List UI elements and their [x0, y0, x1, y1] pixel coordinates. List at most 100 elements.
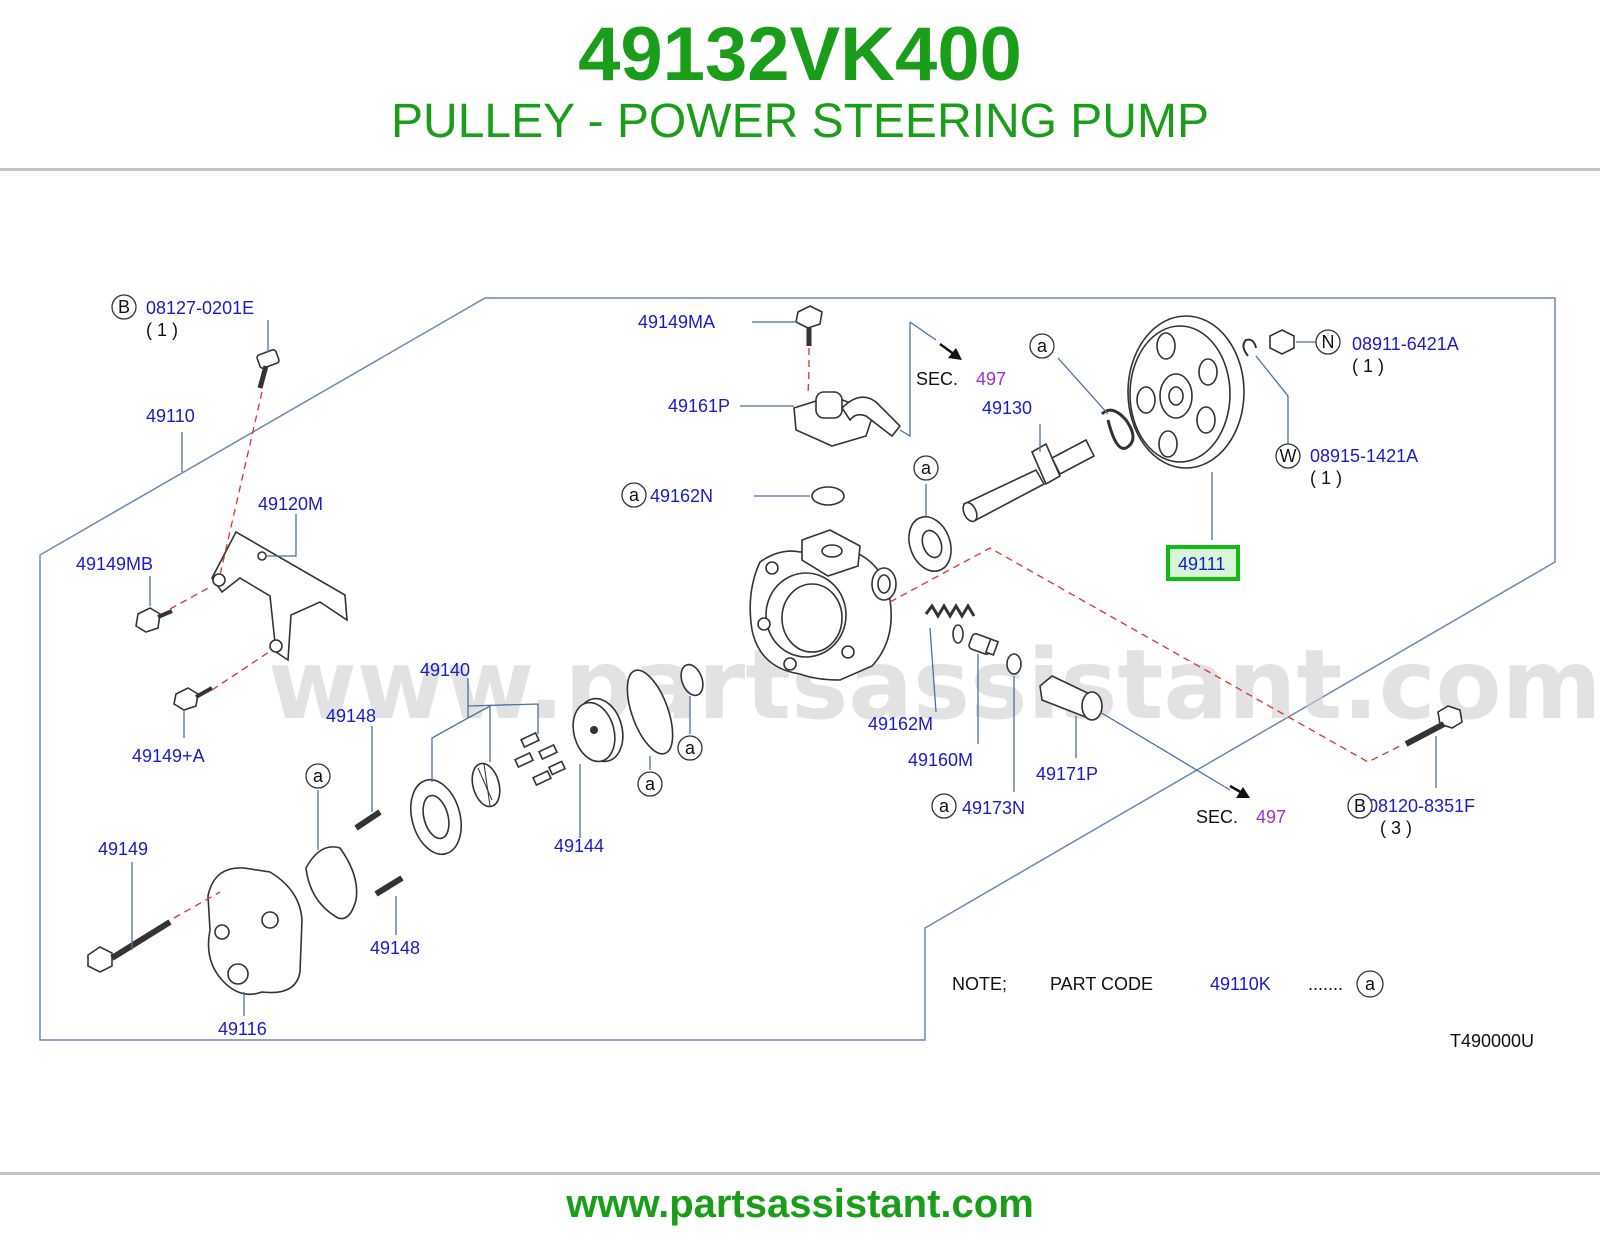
marker-a-seal: a	[913, 455, 939, 481]
svg-text:W: W	[1280, 446, 1297, 466]
svg-text:a: a	[629, 485, 640, 505]
page-title: 49132VK400	[578, 12, 1022, 97]
svg-text:a: a	[1365, 974, 1376, 994]
svg-text:B: B	[118, 297, 130, 317]
qty-08127-0201E: ( 1 )	[146, 320, 178, 340]
o-ring-small	[680, 663, 704, 697]
marker-B-upper: B	[111, 294, 137, 320]
label-49130[interactable]: 49130	[982, 398, 1032, 418]
svg-text:a: a	[939, 796, 950, 816]
label-49171P[interactable]: 49171P	[1036, 764, 1098, 784]
qty-08120-8351F: ( 3 )	[1380, 818, 1412, 838]
sec-arrow-lower	[1229, 784, 1250, 798]
label-49160M[interactable]: 49160M	[908, 750, 973, 770]
rear-cover-49116	[207, 867, 303, 996]
bolt-49149A	[173, 686, 213, 711]
svg-text:a: a	[921, 458, 932, 478]
pressure-plate-49144	[572, 697, 624, 763]
qty-08911-6421A: ( 1 )	[1352, 356, 1384, 376]
page-subtitle: PULLEY - POWER STEERING PUMP	[391, 95, 1209, 148]
label-49144[interactable]: 49144	[554, 836, 604, 856]
qty-08915-1421A: ( 1 )	[1310, 468, 1342, 488]
svg-text:.......: .......	[1308, 974, 1343, 994]
svg-text:SEC.: SEC.	[1196, 807, 1238, 827]
pin-49148-upper	[354, 809, 382, 831]
label-49140[interactable]: 49140	[420, 660, 470, 680]
label-49149MA[interactable]: 49149MA	[638, 312, 715, 332]
shaft-49130	[962, 438, 1096, 523]
rotor	[471, 762, 501, 808]
bolt-08120-8351F	[1404, 705, 1463, 747]
label-49111[interactable]: 49111	[1178, 554, 1225, 574]
svg-text:NOTE;: NOTE;	[952, 974, 1007, 994]
label-08911-6421A[interactable]: 08911-6421A	[1352, 334, 1459, 354]
label-49148-upper[interactable]: 49148	[326, 706, 376, 726]
svg-text:497: 497	[976, 369, 1006, 389]
highlight-49111[interactable]: 49111	[1166, 545, 1240, 581]
bolt-49149MB	[135, 607, 173, 633]
label-49148-lower[interactable]: 49148	[370, 938, 420, 958]
marker-a-49173N: a	[931, 793, 957, 819]
bolt-49149MA	[795, 305, 823, 346]
label-49173N[interactable]: 49173N	[962, 798, 1025, 818]
marker-a-oring-large: a	[637, 771, 663, 797]
svg-text:a: a	[1037, 336, 1048, 356]
svg-text:PART CODE: PART CODE	[1050, 974, 1153, 994]
svg-text:a: a	[645, 774, 656, 794]
bracket-49120M	[211, 530, 348, 662]
label-49162N[interactable]: 49162N	[650, 486, 713, 506]
bolt-08127-0201E	[256, 349, 280, 389]
pin-49148-lower	[374, 875, 404, 897]
svg-text:SEC.: SEC.	[916, 369, 958, 389]
part-labels: 08127-0201E ( 1 ) 49110 49120M 49149MB 4…	[76, 298, 1475, 1039]
svg-text:B: B	[1354, 796, 1366, 816]
marker-a-49162N: a	[621, 482, 647, 508]
circle-markers: B a a a N W a a a a B	[111, 294, 1373, 819]
marker-W: W	[1275, 443, 1301, 469]
label-49162M[interactable]: 49162M	[868, 714, 933, 734]
sec-reference-lower[interactable]: SEC. 497	[1196, 807, 1286, 827]
snap-ring	[1100, 408, 1135, 450]
diagram-code: T490000U	[1450, 1031, 1534, 1051]
leader-lines	[131, 320, 1437, 1016]
diagram-frame	[39, 297, 1556, 1041]
svg-text:497: 497	[1256, 807, 1286, 827]
spring-49162M	[924, 603, 976, 644]
svg-text:N: N	[1322, 332, 1335, 352]
sec-arrow-upper	[939, 342, 962, 360]
assembly-lines	[169, 348, 1405, 919]
washer	[1242, 338, 1257, 357]
marker-N: N	[1315, 329, 1341, 355]
diagram-note: NOTE; PART CODE 49110K ....... a	[952, 970, 1384, 998]
marker-a-snapring: a	[1029, 333, 1055, 359]
gasket	[305, 846, 358, 920]
header-divider	[0, 168, 1600, 171]
pump-body	[749, 529, 897, 681]
label-49161P[interactable]: 49161P	[668, 396, 730, 416]
label-49149MB[interactable]: 49149MB	[76, 554, 153, 574]
label-08915-1421A[interactable]: 08915-1421A	[1310, 446, 1418, 466]
label-08127-0201E[interactable]: 08127-0201E	[146, 298, 254, 318]
cam-ring-49140	[410, 778, 462, 856]
label-08120-8351F[interactable]: 08120-8351F	[1368, 796, 1475, 816]
pulley-49111	[1127, 315, 1245, 469]
footer-url[interactable]: www.partsassistant.com	[566, 1182, 1034, 1226]
marker-B-lower: B	[1347, 793, 1373, 819]
valve-49160M	[968, 633, 1000, 656]
svg-text:49110K: 49110K	[1210, 974, 1271, 994]
label-49116[interactable]: 49116	[218, 1019, 267, 1039]
footer-divider	[0, 1172, 1600, 1175]
label-49149[interactable]: 49149	[98, 839, 148, 859]
bolt-49149	[87, 919, 172, 973]
label-49149A[interactable]: 49149+A	[132, 746, 205, 766]
vanes	[513, 731, 567, 787]
label-49110[interactable]: 49110	[146, 406, 195, 426]
nut	[1269, 329, 1295, 355]
sec-reference-upper[interactable]: SEC. 497	[916, 369, 1006, 389]
o-ring-49162N	[811, 486, 845, 506]
marker-a-gasket: a	[305, 763, 331, 789]
svg-text:a: a	[685, 738, 696, 758]
label-49120M[interactable]: 49120M	[258, 494, 323, 514]
marker-a-oring-small: a	[677, 735, 703, 761]
